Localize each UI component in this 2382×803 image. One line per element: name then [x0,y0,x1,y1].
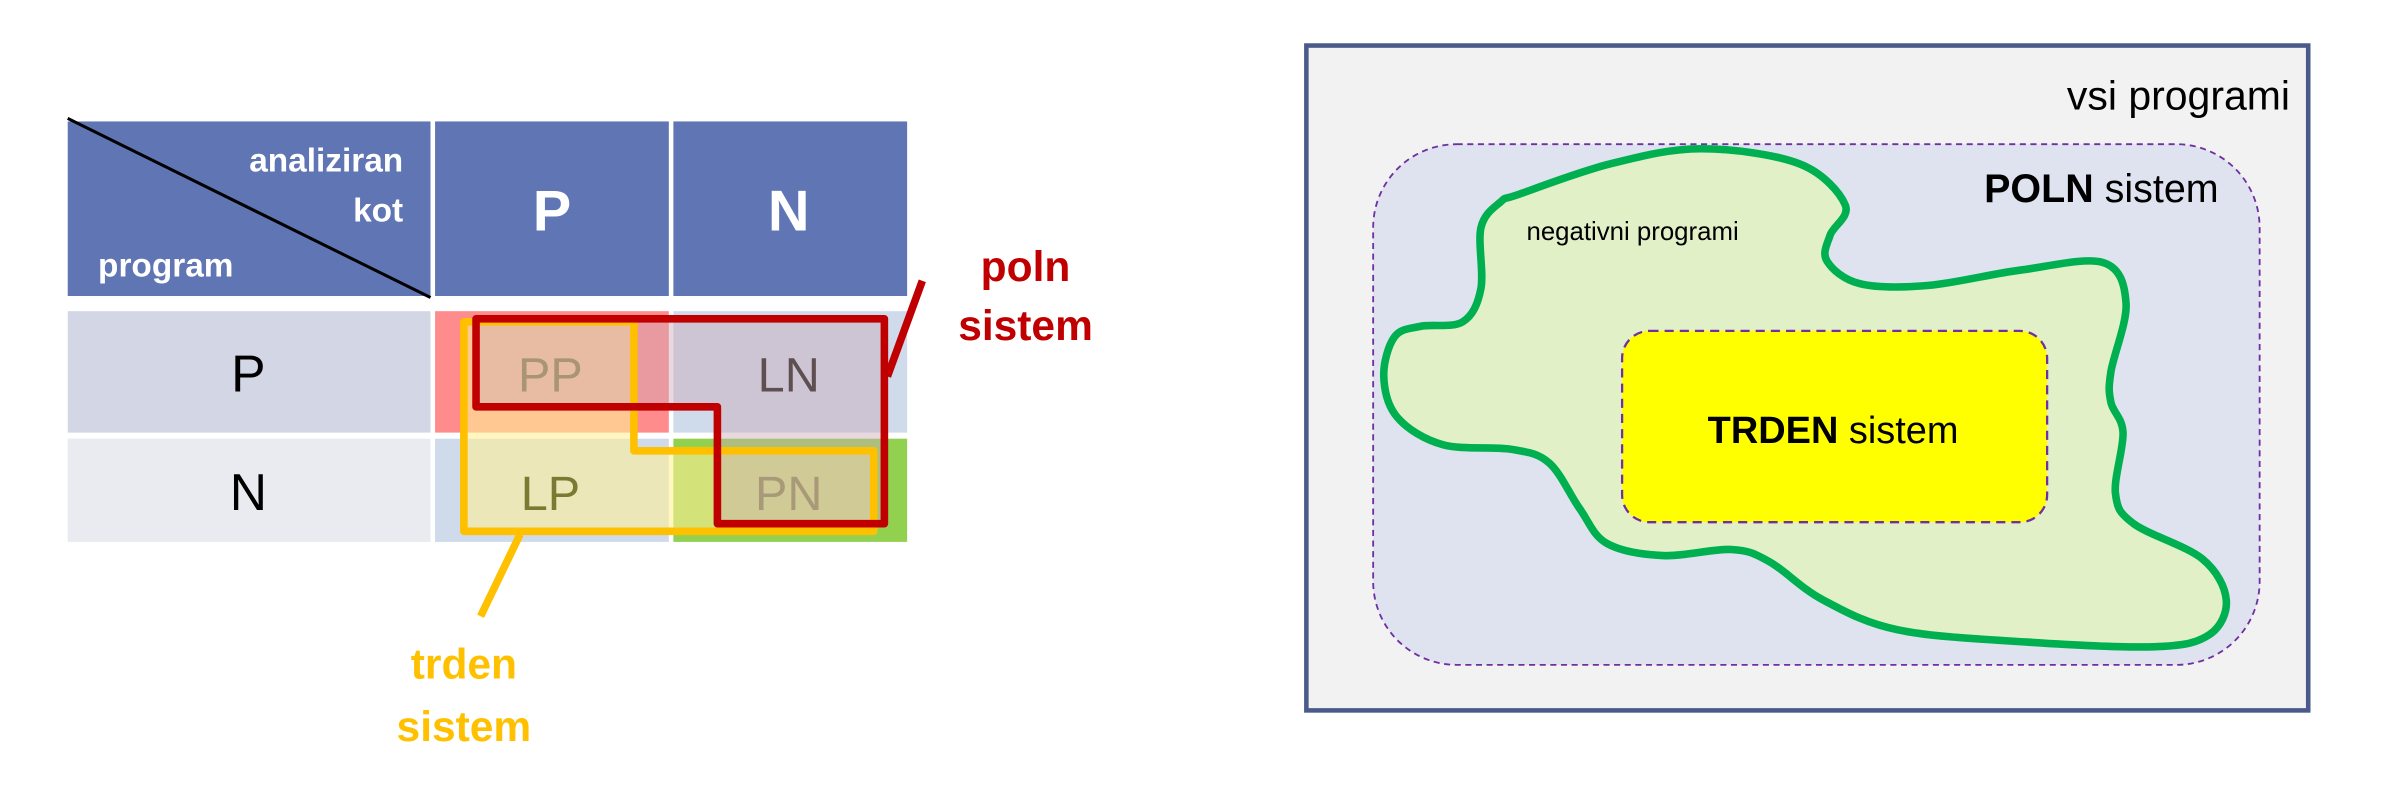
sound-pointer [477,532,524,618]
cell-lp-label: LP [521,467,580,521]
cell-pp-label: PP [518,349,583,403]
complete-outline [472,314,889,528]
complete-label-1: poln [981,244,1071,291]
col-header-n: N [768,180,810,244]
row-header-n-cell [67,438,431,542]
sound-system-box [1620,329,2049,524]
complete-system-bold: POLN [1984,167,2094,211]
cell-pn-label: PN [755,467,822,521]
sound-label-1: trden [411,642,517,689]
corner-label-program: program [98,247,233,284]
col-header-n-cell [673,121,908,297]
corner-label-analyzed: analiziran [249,143,403,180]
complete-callout: poln sistem [883,244,1093,378]
cell-ln [673,311,908,433]
confusion-table: analiziran kot program P N P N PP LN LP … [67,117,908,542]
sound-system-bold: TRDEN [1708,410,1839,452]
sound-callout: trden sistem [397,532,532,751]
cell-ln-label: LN [758,349,820,403]
sound-system-rest: sistem [1838,410,1958,452]
sound-label-2: sistem [397,704,532,751]
row-header-p: P [231,345,265,403]
complete-system-label: POLN sistem [1984,167,2219,211]
complete-region-fill [476,318,885,524]
negative-programs-label: negativni programi [1526,218,1738,246]
complete-system-rest: sistem [2094,167,2219,211]
all-programs-label: vsi programi [2067,72,2290,118]
complete-pointer [883,279,926,378]
row-header-p-cell [67,311,431,433]
sound-system-label: TRDEN sistem [1708,410,1959,452]
sound-region-fill [463,321,874,532]
diagonal-divider [67,117,432,299]
row-header-n: N [230,463,267,521]
col-header-p-cell [435,121,669,297]
corner-label-as: kot [353,193,403,230]
program-sets-diagram: vsi programi POLN sistem negativni progr… [1304,43,2311,713]
complete-label-2: sistem [958,303,1093,350]
col-header-p: P [533,180,571,244]
